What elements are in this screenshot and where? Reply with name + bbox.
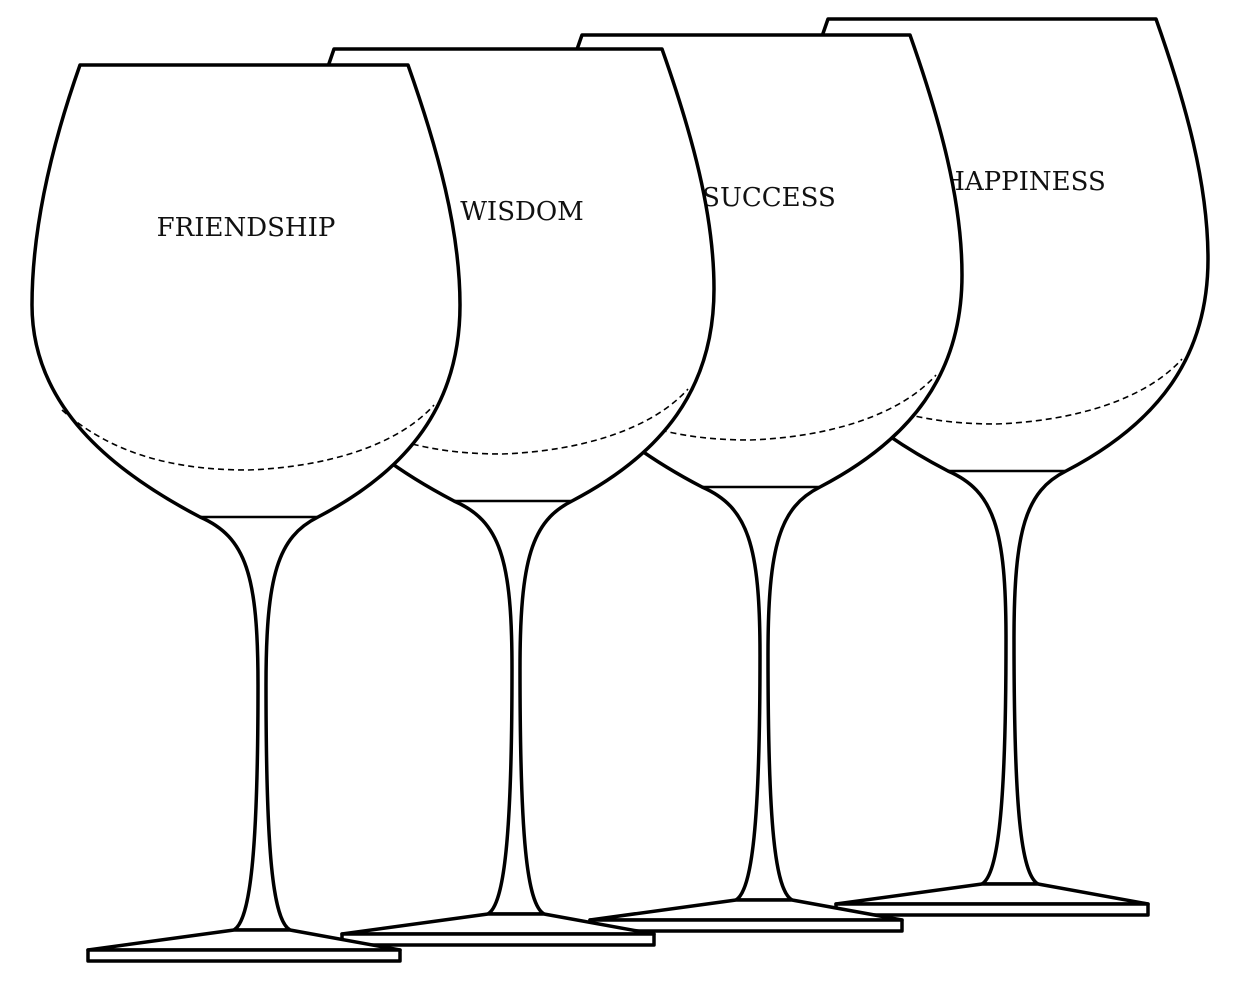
glass-label-friendship: FRIENDSHIP (157, 213, 336, 243)
glass-label-happiness: HAPPINESS (942, 167, 1106, 197)
glass-happiness: HAPPINESS (778, 17, 1210, 917)
glass-success: SUCCESS (532, 33, 964, 933)
glass-friendship: FRIENDSHIP (30, 63, 462, 963)
glass-wisdom: WISDOM (284, 47, 716, 947)
glass-label-success: SUCCESS (702, 183, 836, 213)
glass-label-wisdom: WISDOM (460, 197, 584, 227)
